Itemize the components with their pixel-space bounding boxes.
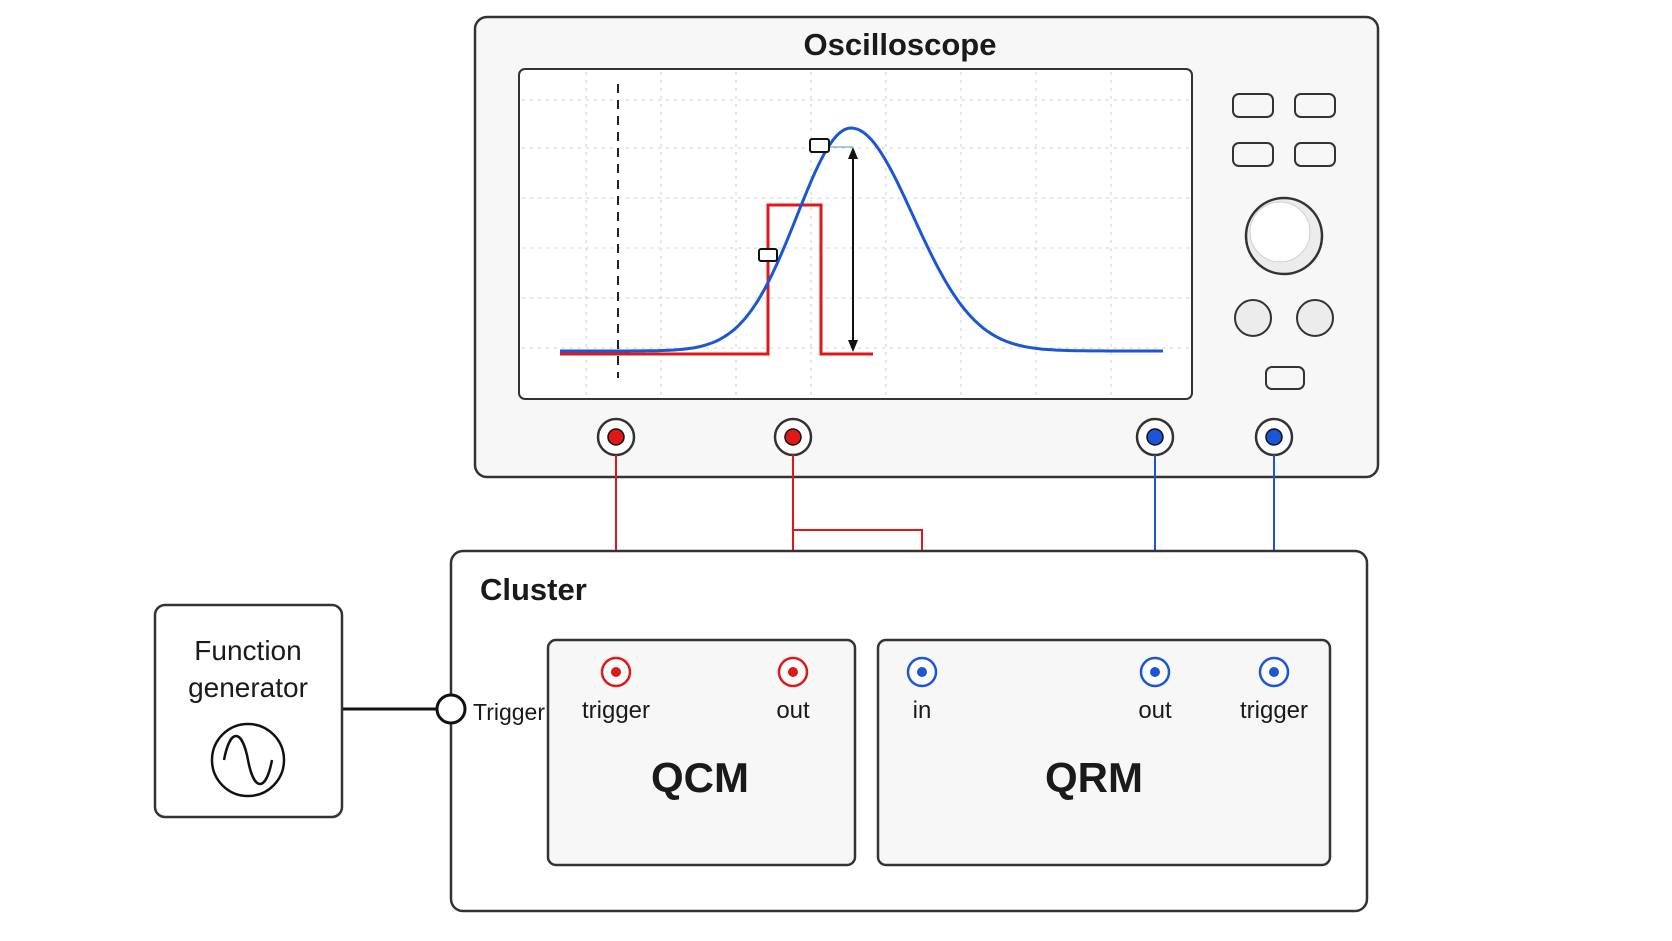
qrm-in-label: in <box>913 697 932 724</box>
sine-wave-icon <box>210 722 286 798</box>
blue-gaussian-trace <box>560 126 1163 353</box>
scope-input-ch4[interactable] <box>1254 417 1294 457</box>
function-generator-body <box>153 603 344 819</box>
qrm-module: in out trigger QRM <box>876 638 1332 867</box>
scope-button[interactable] <box>1294 142 1336 167</box>
scope-button[interactable] <box>1294 93 1336 118</box>
cluster-trigger-label: Trigger <box>473 699 545 725</box>
function-generator-title-line1: Function <box>194 635 301 666</box>
scope-button[interactable] <box>1265 366 1305 390</box>
qrm-trigger-port[interactable] <box>1258 656 1290 688</box>
amplitude-arrow <box>848 147 858 352</box>
qrm-trigger-label: trigger <box>1240 697 1308 724</box>
oscilloscope-screen <box>518 68 1193 400</box>
qrm-out-port[interactable] <box>1139 656 1171 688</box>
qcm-trigger-label: trigger <box>582 697 650 724</box>
function-generator-title-line2: generator <box>188 672 308 703</box>
qcm-module: trigger out QCM <box>546 638 857 867</box>
scope-input-ch2[interactable] <box>773 417 813 457</box>
qrm-in-port[interactable] <box>906 656 938 688</box>
cursor-handle-peak[interactable] <box>809 138 830 153</box>
qrm-name: QRM <box>1045 754 1143 801</box>
screen-grid <box>522 72 1189 396</box>
qcm-out-port[interactable] <box>777 656 809 688</box>
cluster-title: Cluster <box>480 572 587 607</box>
qcm-out-label: out <box>776 697 810 724</box>
cluster: Cluster Trigger trigger out QCM <box>435 549 1369 913</box>
scope-button[interactable] <box>1232 142 1274 167</box>
oscilloscope-title: Oscilloscope <box>804 27 997 62</box>
qrm-out-label: out <box>1138 697 1172 724</box>
red-pulse-trace <box>560 203 873 356</box>
oscilloscope: Oscilloscope <box>473 15 1380 479</box>
cursor-handle-mid[interactable] <box>758 248 778 262</box>
oscilloscope-controls <box>1232 93 1336 390</box>
scope-input-ch3[interactable] <box>1135 417 1175 457</box>
function-generator: Function generator <box>153 603 344 819</box>
scope-small-knob[interactable] <box>1234 299 1272 337</box>
qcm-name: QCM <box>651 754 749 801</box>
scope-input-ch1[interactable] <box>596 417 636 457</box>
scope-channel-inputs <box>596 417 1294 457</box>
qcm-trigger-port[interactable] <box>600 656 632 688</box>
cluster-trigger-input[interactable] <box>435 693 467 725</box>
scope-button[interactable] <box>1232 93 1274 118</box>
scope-small-knob[interactable] <box>1296 299 1334 337</box>
